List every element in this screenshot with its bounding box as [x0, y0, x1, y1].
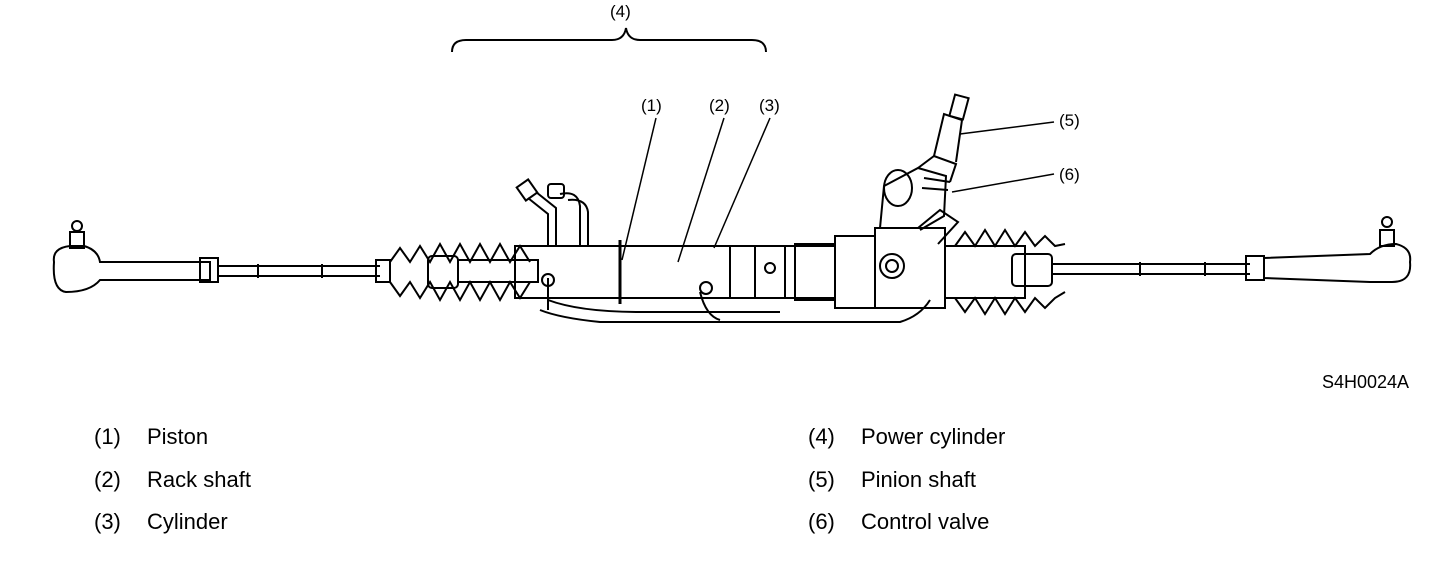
callout-2: (2) [709, 96, 730, 115]
legend-item: (5) Pinion shaft [808, 467, 1208, 510]
legend-label: Piston [147, 424, 209, 449]
callout-5: (5) [1059, 111, 1080, 130]
steering-gearbox-diagram: (4) (1) (2) (3) (5) (6) [52, 2, 1412, 323]
left-tie-rod-end [52, 220, 391, 294]
legend-number: (2) [94, 466, 121, 492]
right-boot [944, 228, 1066, 316]
callout-4: (4) [610, 2, 631, 21]
legend-right: (4) Power cylinder (5) Pinion shaft (6) … [808, 424, 1208, 552]
leader-lines [621, 117, 1055, 263]
callout-6: (6) [1059, 165, 1080, 184]
legend-label: Control valve [861, 509, 990, 534]
legend-label: Rack shaft [147, 466, 251, 492]
fluid-pipes [515, 178, 589, 246]
left-boot [389, 241, 531, 303]
legend-item: (3) Cylinder [94, 509, 494, 552]
legend-label: Pinion shaft [861, 466, 976, 492]
callout-3: (3) [759, 96, 780, 115]
figure-code: S4H0024A [1322, 372, 1410, 392]
legend-item: (2) Rack shaft [94, 467, 494, 510]
rack-housing [457, 235, 931, 323]
valve-housing [874, 93, 970, 309]
legend-label: Cylinder [147, 509, 228, 534]
right-tie-rod-end [1052, 216, 1412, 283]
callout-bracket-4 [451, 27, 767, 53]
legend-left: (1) Piston (2) Rack shaft (3) Cylinder [94, 424, 494, 552]
legend-number: (5) [808, 466, 835, 492]
legend-item: (6) Control valve [808, 509, 1208, 552]
legend-item: (4) Power cylinder [808, 424, 1208, 467]
legend-number: (1) [94, 424, 121, 449]
legend-number: (4) [808, 424, 835, 449]
legend-number: (6) [808, 509, 835, 534]
legend-number: (3) [94, 509, 121, 534]
legend-item: (1) Piston [94, 424, 494, 467]
callout-1: (1) [641, 96, 662, 115]
legend-label: Power cylinder [861, 424, 1006, 449]
